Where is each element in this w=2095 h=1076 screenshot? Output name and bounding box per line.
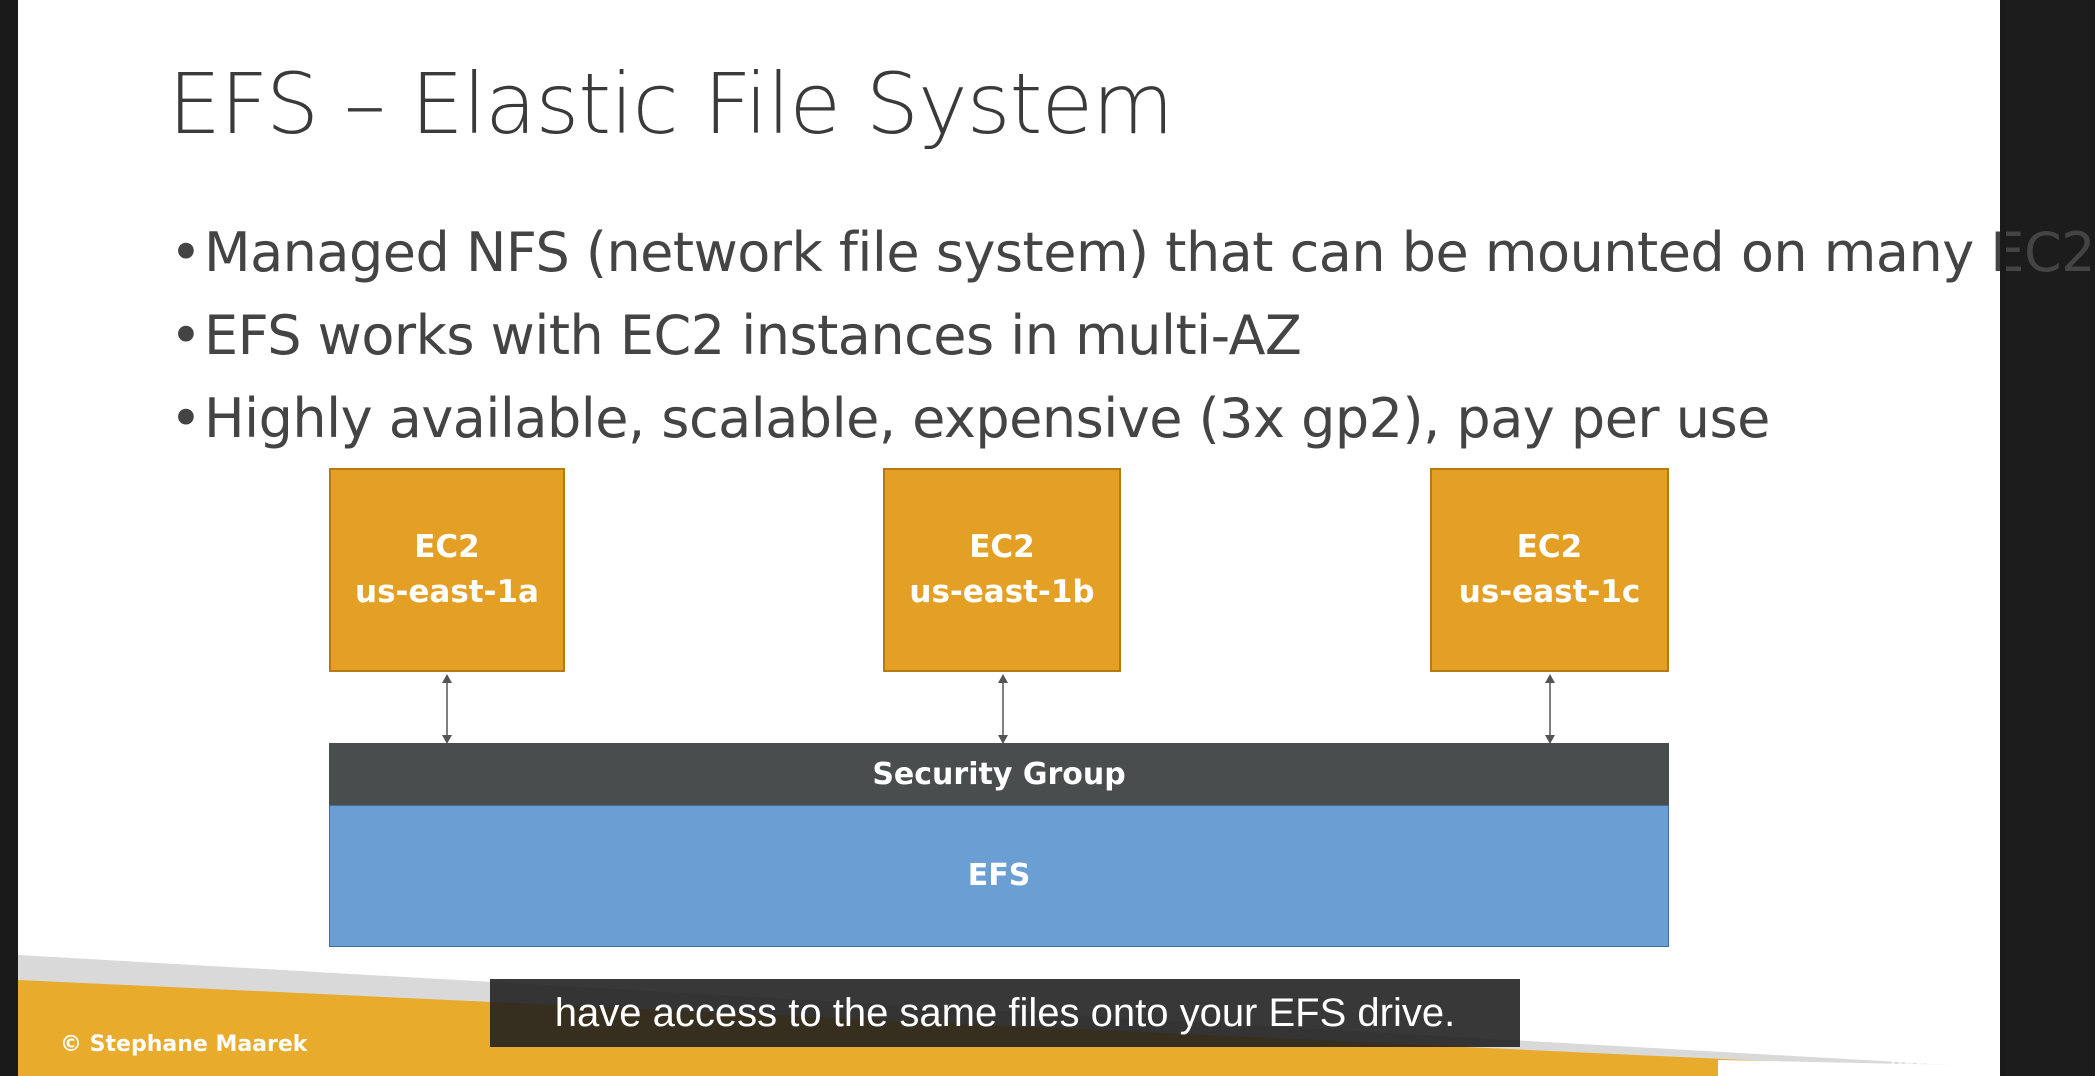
ec2-az-label: us-east-1c — [1458, 574, 1641, 610]
ec2-label: EC2 — [1516, 529, 1583, 565]
slide-title: EFS – Elastic File System — [168, 55, 1174, 153]
ec2-az-label: us-east-1b — [909, 574, 1095, 610]
subtitle-caption: have access to the same files onto your … — [490, 979, 1520, 1047]
bidirectional-arrow-icon — [442, 674, 452, 744]
bullet-dot: • — [170, 304, 202, 367]
bullet-item: • Highly available, scalable, expensive … — [168, 384, 2095, 467]
ec2-label: EC2 — [414, 529, 480, 565]
bullet-item: • EFS works with EC2 instances in multi-… — [168, 301, 2095, 384]
security-group-bar: Security Group — [329, 743, 1669, 805]
bullet-text: EFS works with EC2 instances in multi-AZ — [204, 304, 1302, 367]
ec2-box-us-east-1a: EC2 us-east-1a — [329, 468, 565, 672]
copyright-text: © Stephane Maarek — [60, 1032, 308, 1057]
bullet-text: Highly available, scalable, expensive (3… — [204, 387, 1770, 450]
bullet-dot: • — [170, 387, 202, 450]
bidirectional-arrow-icon — [1545, 674, 1555, 744]
efs-box: EFS — [329, 805, 1669, 947]
footer-band — [18, 955, 2004, 1076]
ec2-box-us-east-1b: EC2 us-east-1b — [883, 468, 1121, 672]
ec2-label: EC2 — [969, 529, 1035, 565]
bidirectional-arrow-icon — [998, 674, 1008, 744]
bullet-text: Managed NFS (network file system) that c… — [204, 221, 2095, 284]
player-edge — [2000, 0, 2006, 1076]
bullet-list: • Managed NFS (network file system) that… — [168, 218, 2095, 467]
bullet-item: • Managed NFS (network file system) that… — [168, 218, 2095, 301]
udemy-watermark: Udemy — [1890, 1056, 1953, 1075]
ec2-az-label: us-east-1a — [355, 574, 539, 610]
slide: EFS – Elastic File System • Managed NFS … — [18, 0, 2095, 1076]
bullet-dot: • — [170, 221, 202, 284]
ec2-box-us-east-1c: EC2 us-east-1c — [1430, 468, 1669, 672]
